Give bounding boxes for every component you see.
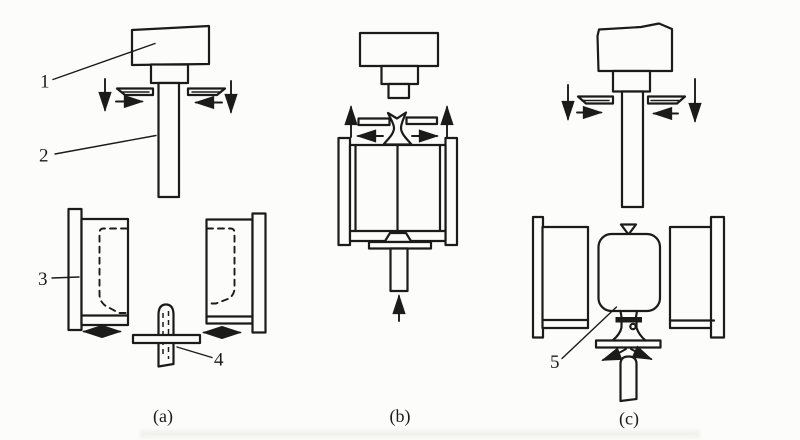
die-neck-c: [611, 69, 652, 93]
bottle-neck-right-c: [634, 309, 639, 319]
mold-body-left-c: [541, 225, 590, 330]
mold-backplate-left-a: [67, 207, 83, 332]
die-head-c: [596, 22, 674, 73]
bottle-body-c: [597, 232, 662, 313]
die-neck-a: [149, 63, 190, 85]
blow-pin-plate-a: [131, 333, 202, 345]
arrow-vent-right-c: [630, 345, 653, 360]
cavity-outline-left-a: [98, 227, 129, 314]
die-head-assembly-a: [130, 24, 211, 199]
pinched-parison-b: [382, 111, 413, 146]
blow-head-port-c: [629, 322, 637, 331]
mold-backplate-left-b: [337, 136, 352, 247]
bottle-neck-left-c: [619, 309, 623, 319]
die-head-assembly-b: [358, 31, 440, 100]
blown-bottle-c: [597, 223, 662, 342]
blow-pin-a: [131, 303, 202, 368]
die-head-a: [130, 24, 211, 67]
mold-body-right-c: [668, 225, 716, 330]
caption-a: (a): [153, 406, 173, 427]
mold-backplate-right-b: [444, 136, 459, 247]
cutoff-knife-right-c: [646, 95, 687, 105]
panel-a: 1 2 3 4 (a): [38, 24, 267, 427]
mold-half-right-c: [668, 215, 726, 339]
callout-2: 2: [39, 146, 49, 167]
mold-body-right-a: [205, 218, 254, 325]
cutoff-knife-right-a: [186, 87, 227, 97]
cutoff-knife-left-a: [115, 87, 155, 97]
arrow-vent-left-c: [601, 347, 627, 361]
callout-5: 5: [550, 352, 560, 373]
leader-line-2: [54, 134, 157, 155]
parison-tube-a: [157, 81, 181, 199]
parison-tube-c: [620, 90, 645, 209]
bottle-neck-ring-c: [615, 317, 642, 323]
die-head-b: [358, 31, 440, 68]
leader-line-3: [51, 276, 80, 279]
blow-pin-b: [367, 231, 433, 293]
scan-artifact: [140, 431, 700, 437]
cutoff-knife-left-c: [576, 95, 615, 105]
caption-b: (b): [390, 406, 411, 427]
die-neck-b: [380, 64, 420, 86]
die-head-assembly-c: [596, 22, 674, 209]
mold-backplate-right-c: [709, 215, 726, 339]
callout-4: 4: [214, 350, 224, 371]
mold-half-left-a: [67, 207, 130, 332]
mold-backplate-right-a: [251, 212, 267, 334]
callout-1: 1: [40, 72, 50, 93]
blow-head-bell-left-c: [611, 321, 623, 342]
die-nozzle-b: [387, 82, 411, 100]
mold-half-right-a: [205, 212, 267, 334]
blow-pin-cone-b: [383, 231, 413, 244]
caption-c: (c): [619, 409, 639, 430]
leader-line-5: [561, 306, 618, 360]
mold-closed-b: [337, 136, 459, 247]
blow-pin-plate-c: [594, 339, 662, 349]
blow-pin-stem-b: [389, 247, 409, 293]
pinch-bar-left-b: [357, 117, 391, 127]
bottle-pinch-tail-c: [619, 223, 638, 236]
panel-b: (b): [337, 31, 459, 427]
leader-line-1: [52, 42, 156, 81]
pinch-bar-right-b: [405, 116, 439, 126]
callout-3: 3: [38, 269, 48, 290]
mold-half-left-c: [531, 215, 590, 339]
panel-c: 5 (c): [531, 22, 726, 430]
mold-body-left-a: [80, 217, 130, 327]
cavity-outline-right-a: [206, 227, 236, 305]
leader-line-4: [176, 346, 213, 359]
blow-pin-c: [619, 355, 638, 403]
blow-head-bell-right-c: [635, 321, 647, 342]
